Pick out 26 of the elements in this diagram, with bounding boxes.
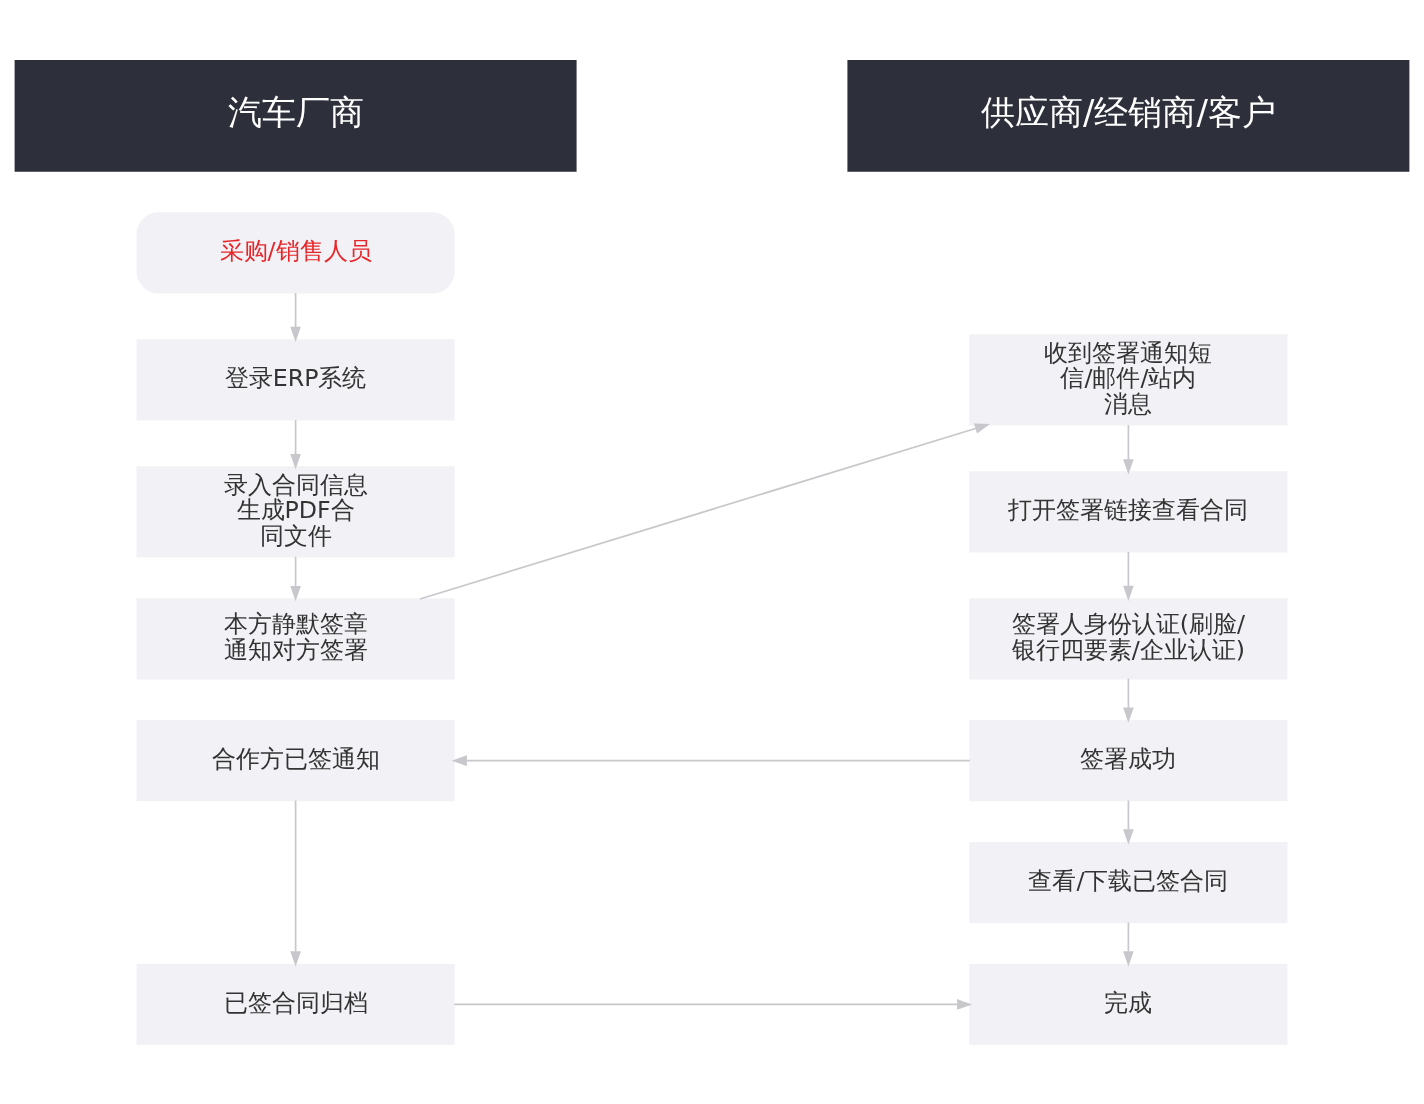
arrow: [451, 754, 971, 766]
node-box: 登录ERP系统: [136, 338, 455, 420]
node-box: 供应商/经销商/客户: [847, 59, 1410, 172]
arrow: [290, 555, 301, 601]
arrow: [1123, 423, 1134, 474]
node-box: 签署人身份认证(刷脸/银行四要素/企业认证): [969, 597, 1288, 679]
arrow: [453, 998, 973, 1010]
arrow: [1123, 677, 1134, 723]
node-box: 汽车厂商: [14, 59, 577, 172]
node-box: 采购/销售人员: [136, 211, 455, 293]
node-box: 收到签署通知短信/邮件/站内消息: [969, 333, 1288, 426]
node-box: 签署成功: [969, 719, 1288, 801]
node-box: 本方静默签章通知对方签署: [136, 597, 455, 679]
node-box: 打开签署链接查看合同: [969, 470, 1288, 552]
arrow: [1123, 550, 1134, 601]
node-box: 合作方已签通知: [136, 719, 455, 801]
node-box: 已签合同归档: [136, 963, 455, 1045]
arrow: [1123, 921, 1134, 966]
arrow: [419, 422, 991, 600]
arrow: [1123, 799, 1134, 845]
node-box: 查看/下载已签合同: [969, 841, 1288, 923]
arrow: [290, 418, 301, 469]
arrow: [290, 799, 301, 967]
node-box: 完成: [969, 963, 1288, 1045]
node-box: 录入合同信息生成PDF合同文件: [136, 465, 455, 558]
arrow: [290, 291, 301, 342]
